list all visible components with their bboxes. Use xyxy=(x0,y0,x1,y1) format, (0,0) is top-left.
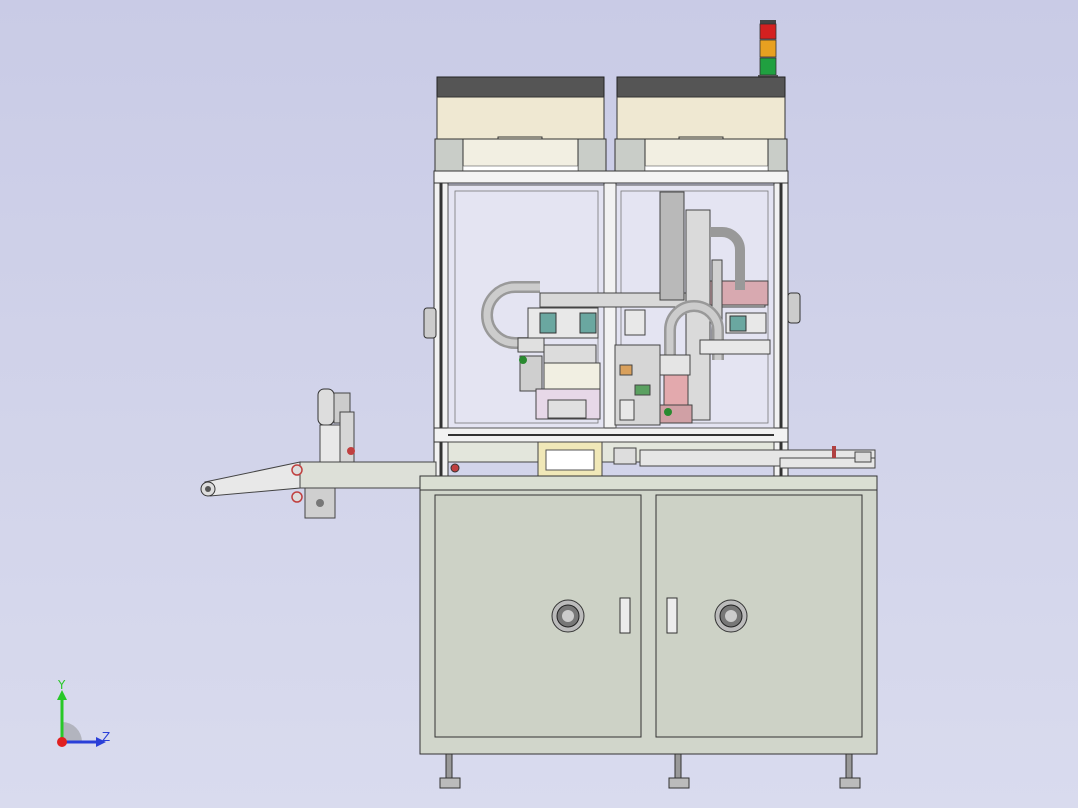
top-cover-left xyxy=(434,76,607,182)
y-axis-label: Y xyxy=(58,678,66,692)
top-cover-right xyxy=(614,76,788,182)
stack-light xyxy=(758,20,778,79)
triad-axes-icon xyxy=(57,690,106,747)
z-axis-label: Z xyxy=(102,730,111,744)
internal-mechanism xyxy=(481,191,771,426)
leveling-feet xyxy=(439,753,861,789)
feeder-arm xyxy=(200,388,437,519)
cabinet-door-right[interactable] xyxy=(655,494,863,738)
conveyor-line xyxy=(447,441,876,477)
cabinet-door-left[interactable] xyxy=(434,494,642,738)
orientation-triad[interactable]: Y Z xyxy=(48,678,128,760)
